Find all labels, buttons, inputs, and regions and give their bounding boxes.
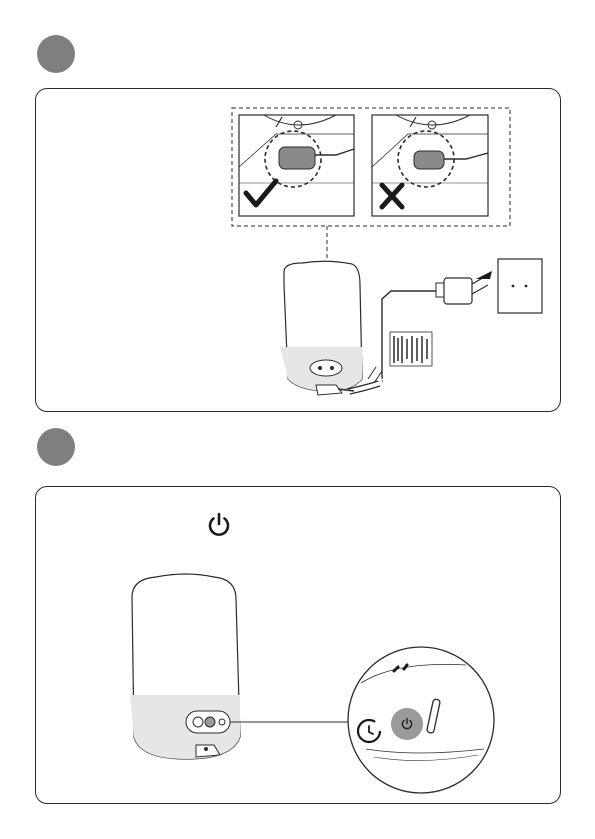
control-panel-illustration — [36, 487, 562, 805]
power-adapter — [436, 271, 492, 304]
step-2-marker — [37, 428, 75, 466]
power-icon — [210, 514, 228, 535]
step-1-marker — [37, 35, 75, 73]
wall-outlet — [498, 259, 542, 313]
humidifier-body — [280, 261, 362, 395]
control-panel-zoom — [348, 647, 494, 793]
humidifier-body — [130, 574, 240, 759]
step-2-panel — [35, 486, 561, 804]
plug-connection-illustration — [36, 89, 562, 413]
cable-tag — [390, 332, 432, 366]
step-1-panel — [35, 88, 561, 412]
